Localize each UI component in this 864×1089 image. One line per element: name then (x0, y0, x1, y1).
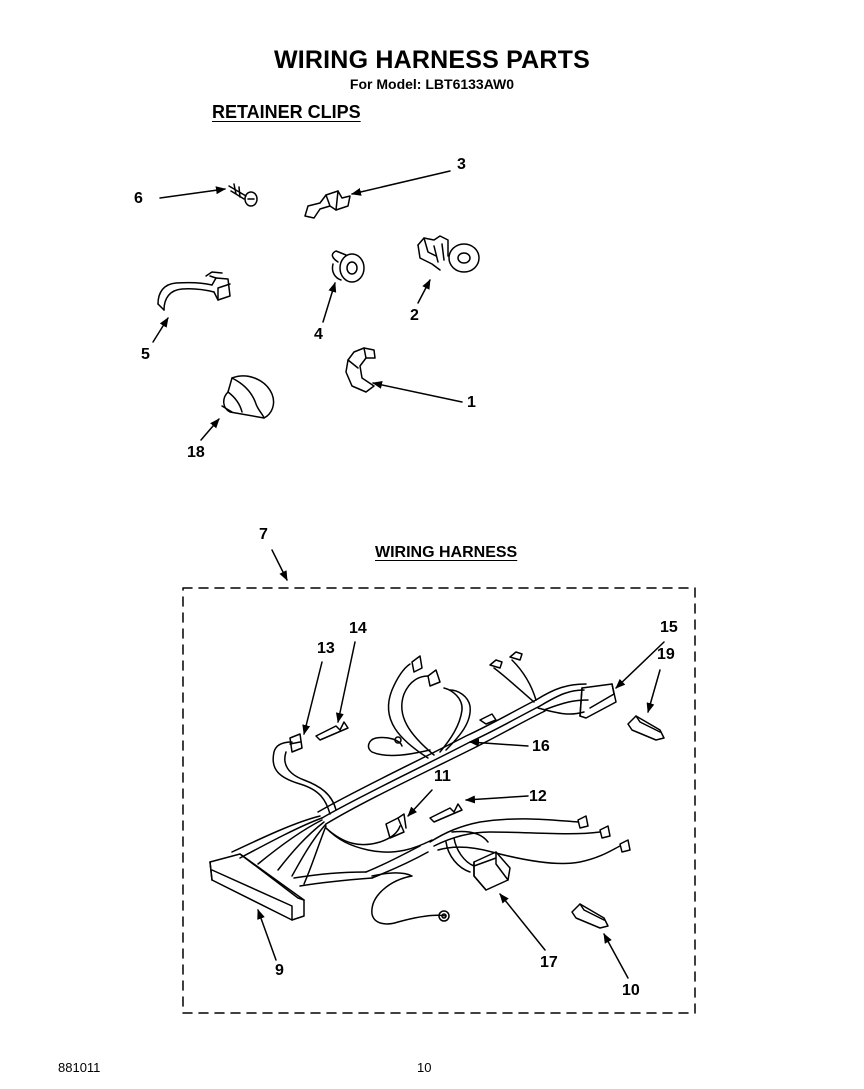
clip-part-1 (345, 347, 376, 393)
bushing-part-4 (331, 250, 365, 283)
callout-12: 12 (529, 788, 547, 805)
terminals-top (479, 651, 523, 725)
callout-4: 4 (314, 326, 323, 343)
ground-terminal (438, 910, 450, 922)
page-number: 10 (417, 1060, 432, 1075)
screw-part-6 (228, 183, 258, 207)
callout-7: 7 (259, 526, 268, 543)
harness-callout-arrows (257, 641, 665, 979)
sleeve-part-18 (221, 375, 275, 419)
model-subtitle: For Model: LBT6133AW0 (349, 76, 515, 92)
callout-3: 3 (457, 156, 466, 173)
clip-part-2 (417, 235, 480, 273)
harness-wires-13 (272, 733, 337, 815)
connector-part-17 (473, 851, 511, 891)
terminal-part-14 (315, 721, 349, 741)
section-retainer-clips: RETAINER CLIPS (212, 102, 361, 122)
callout-16: 16 (532, 738, 550, 755)
callout-18: 18 (187, 444, 205, 461)
callout-10: 10 (622, 982, 640, 999)
terminal-part-10 (571, 903, 609, 929)
connector-part-15 (579, 683, 617, 719)
callout-9: 9 (275, 962, 284, 979)
clamp-part-5 (157, 271, 231, 311)
callout-11: 11 (434, 768, 451, 785)
page-title: WIRING HARNESS PARTS (273, 46, 591, 74)
harness-wires-right (429, 815, 631, 873)
harness-wires-left (231, 815, 447, 925)
harness-boundary (182, 587, 696, 1014)
terminal-part-19 (627, 715, 665, 741)
clip-part-3 (304, 190, 351, 219)
retainer-callout-arrows (152, 170, 463, 441)
section-wiring-harness: WIRING HARNESS (375, 544, 518, 561)
callout-17: 17 (540, 954, 558, 971)
harness-wires-upper (367, 655, 471, 759)
arrow-part-7 (271, 549, 288, 581)
callout-14: 14 (349, 620, 367, 637)
document-number: 881011 (58, 1060, 101, 1075)
callout-19: 19 (657, 646, 675, 663)
callout-6: 6 (134, 190, 143, 207)
callout-15: 15 (660, 619, 678, 636)
callout-1: 1 (467, 394, 476, 411)
callout-5: 5 (141, 346, 150, 363)
terminal-part-12 (429, 803, 463, 823)
callout-13: 13 (317, 640, 335, 657)
connector-part-11 (385, 813, 407, 839)
callout-2: 2 (410, 307, 419, 324)
connector-part-9 (209, 853, 305, 921)
ring-terminal-small (394, 736, 402, 744)
